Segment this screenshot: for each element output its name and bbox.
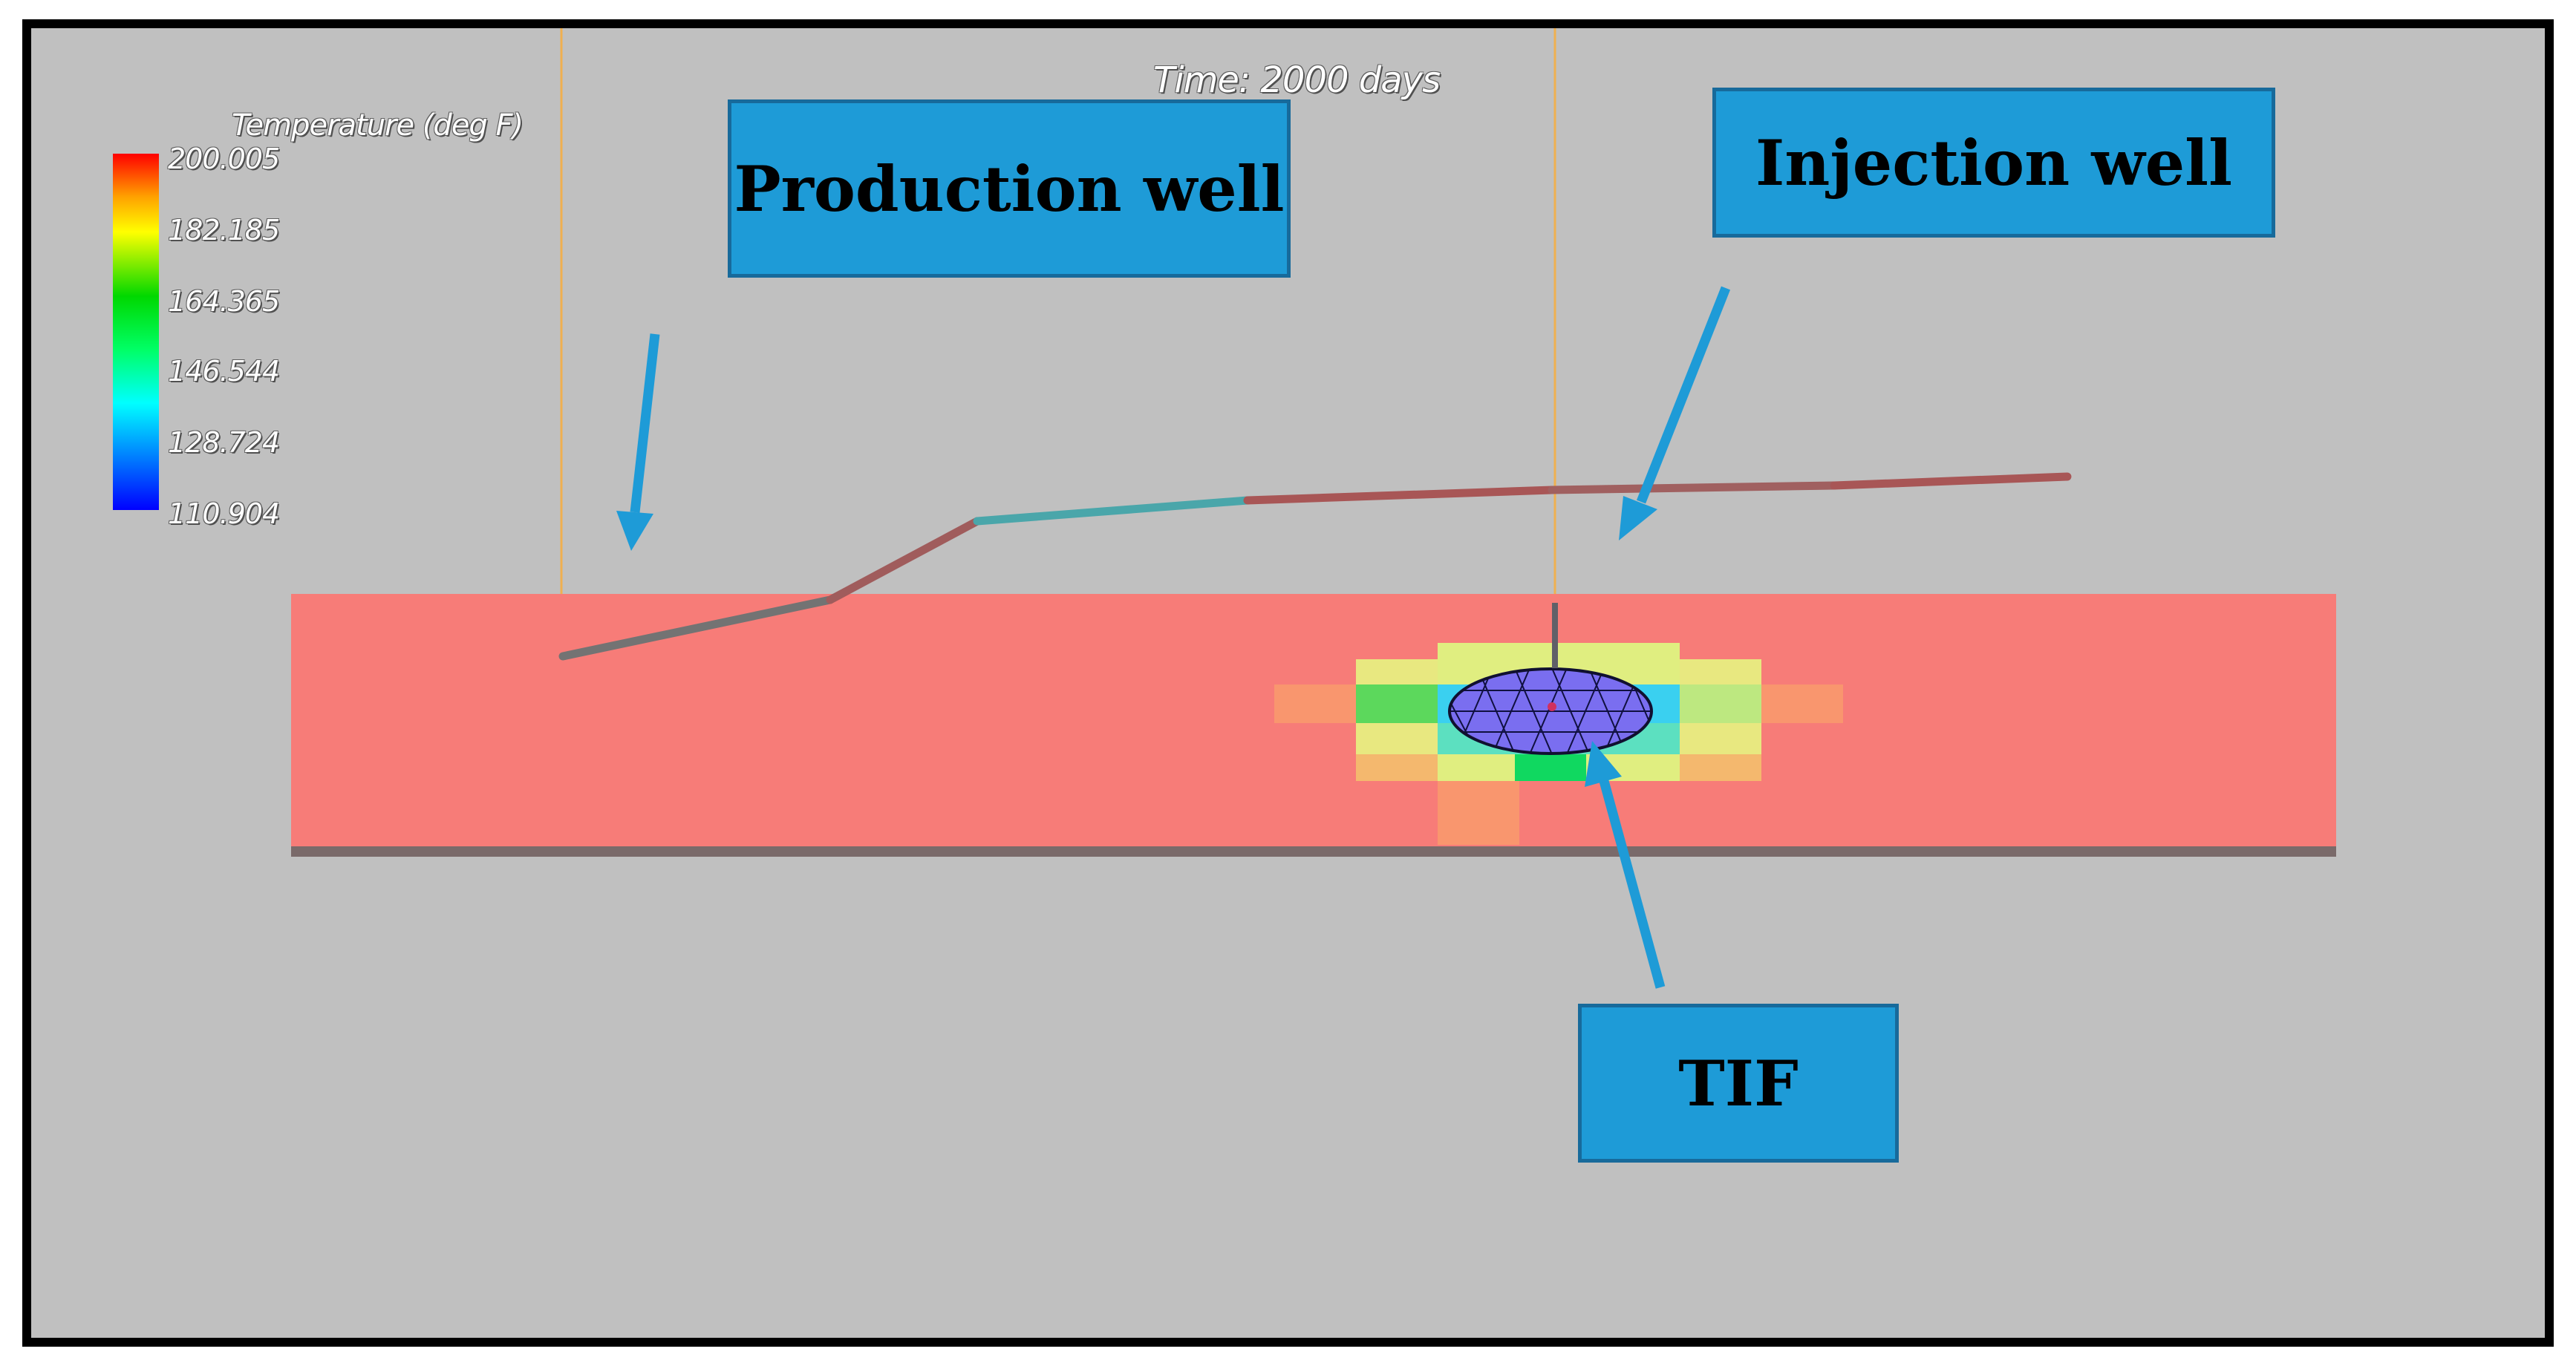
injection-arrow: [1636, 286, 1731, 504]
time-label: Time: 2000 days: [1153, 59, 1441, 101]
production-well-trajectory: [558, 472, 2072, 661]
reservoir-bottom-edge: [291, 846, 2336, 857]
legend-tick: 200.005: [168, 143, 280, 175]
legend-tick: 182.185: [168, 214, 280, 246]
tif-fracture: [1448, 667, 1653, 755]
legend-title: Temperature (deg F): [232, 108, 524, 143]
arrows: [616, 286, 1731, 989]
production-arrow-head: [616, 511, 653, 551]
injection-well-callout: Injection well: [1712, 88, 2275, 238]
temperature-colorbar: [113, 154, 159, 510]
injection-arrow-head: [1619, 496, 1657, 540]
production-arrow: [630, 333, 660, 513]
production-well-callout: Production well: [728, 99, 1291, 278]
legend-tick: 128.724: [168, 426, 280, 459]
tif-callout: TIF: [1578, 1004, 1899, 1163]
legend-tick: 146.544: [168, 355, 280, 388]
legend-tick: 164.365: [168, 285, 280, 318]
tif-arrow: [1599, 780, 1666, 989]
legend-tick: 110.904: [168, 497, 280, 530]
tif-arrow-head: [1585, 741, 1622, 787]
